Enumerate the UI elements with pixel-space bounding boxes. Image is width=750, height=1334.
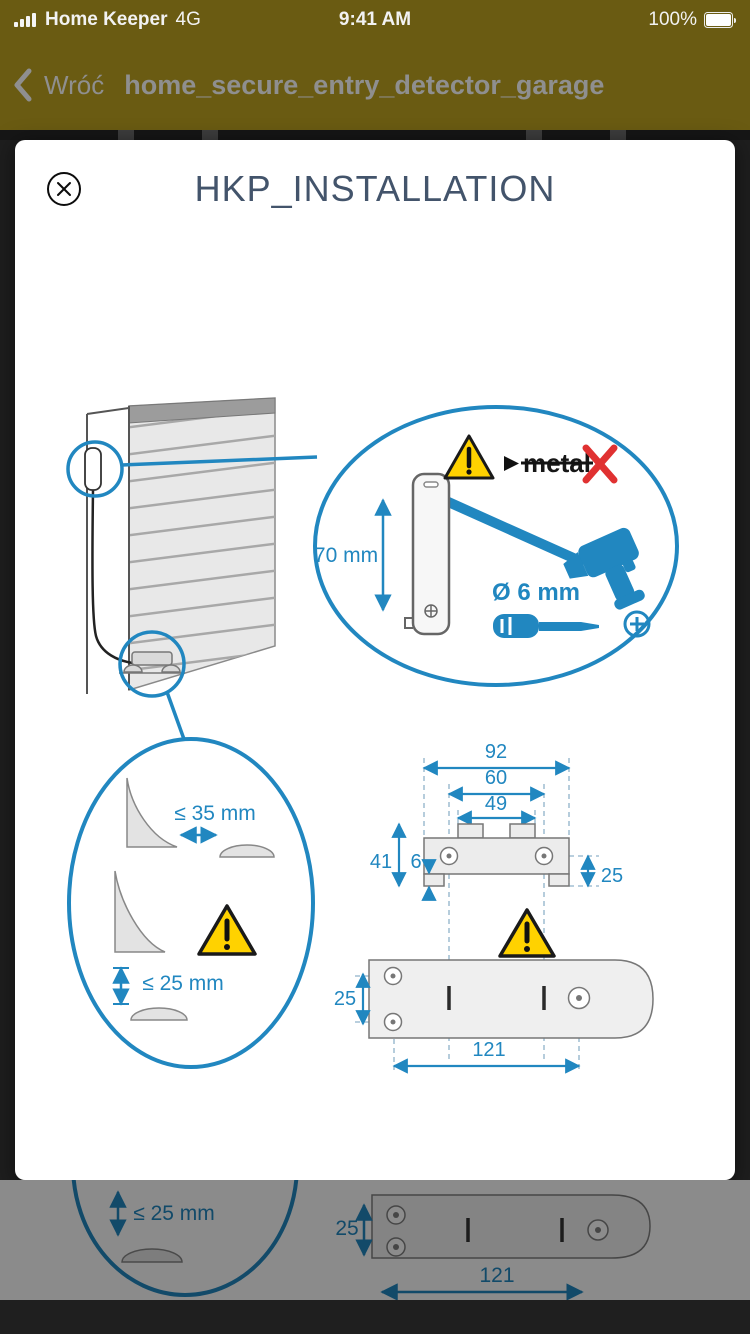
installation-diagram: 70 mm metal [66, 397, 679, 1074]
warning-icon-dimensions [498, 908, 556, 958]
dim-outer-width-label: 92 [485, 741, 507, 763]
dimmed-background-page: ≤ 25 mm 25 121 [0, 1180, 750, 1334]
carrier-label: Home Keeper [45, 9, 168, 30]
close-button[interactable] [45, 170, 83, 208]
nav-bar: Wróć home_secure_entry_detector_garage [0, 40, 750, 130]
bracket-callout-leader [165, 691, 187, 743]
dimensions-drawing: 92 60 49 41 [334, 741, 654, 1074]
magnet-bracket-drawing [423, 823, 570, 887]
sensor-callout-circle [66, 440, 124, 498]
no-metal-label: metal [504, 444, 618, 484]
bracket-callout-circle [118, 630, 186, 698]
rail-profile-lower [114, 870, 166, 953]
gap-max-label: ≤ 35 mm [174, 802, 256, 825]
dimmed-background-strip [0, 130, 750, 140]
drill-icon [563, 527, 645, 610]
bump-profile-upper [219, 844, 275, 858]
page-title: home_secure_entry_detector_garage [124, 69, 605, 100]
network-type-label: 4G [175, 9, 201, 30]
dim-hole-spacing-label: 60 [485, 767, 507, 789]
back-label: Wróć [44, 69, 105, 100]
screw-icon [623, 610, 651, 638]
battery-percent-label: 100% [648, 9, 697, 30]
clock-label: 9:41 AM [338, 9, 412, 30]
screwdriver-icon [493, 614, 599, 638]
dimmed-diagram: ≤ 25 mm 25 121 [71, 1180, 651, 1300]
dim-foot-height-label: 6 [410, 851, 421, 873]
bump-max-label: ≤ 25 mm [142, 972, 224, 995]
warning-icon-bracket [197, 904, 257, 956]
drill-diameter-label: Ø 6 mm [492, 579, 580, 606]
warning-icon-drilling [443, 434, 495, 480]
back-button[interactable]: Wróć [12, 65, 104, 105]
dimmed-footer-band [0, 1300, 750, 1334]
drilling-detail: 70 mm metal [313, 405, 679, 687]
door-sensor [84, 447, 102, 491]
red-cross-icon [582, 444, 618, 484]
dim-tab-width-label: 49 [485, 793, 507, 815]
sensor-callout-leader [121, 455, 318, 467]
signal-strength-icon [14, 13, 36, 27]
back-chevron-icon [14, 68, 32, 102]
dimmed-plate-span-label: 121 [479, 1264, 514, 1287]
battery-icon [704, 12, 736, 28]
dim-plate-offset-label: 25 [334, 988, 356, 1010]
door-bracket [119, 651, 185, 674]
dim-magnet-offset-label: 25 [601, 865, 623, 887]
status-bar: Home Keeper 4G 9:41 AM 100% [0, 0, 750, 40]
pointer-icon [504, 456, 519, 471]
modal-title: HKP_INSTALLATION [194, 168, 556, 209]
rail-profile-upper [126, 777, 178, 848]
dimmed-base-plate [371, 1194, 651, 1259]
bracket-detail: ≤ 35 mm ≤ 25 mm [67, 737, 315, 1069]
installation-modal: HKP_INSTALLATION [15, 140, 735, 1180]
dimmed-ellipse-arc [71, 1180, 299, 1297]
sensor-height-label: 70 mm [314, 544, 378, 567]
dimmed-bump-max-label: ≤ 25 mm [133, 1202, 215, 1225]
base-plate-drawing [368, 959, 654, 1039]
sensor-cable [91, 489, 134, 665]
sensor-drawing [404, 472, 451, 636]
dimmed-plate-offset-label: 25 [335, 1217, 358, 1240]
close-icon [47, 172, 81, 206]
drill-bit-line [430, 491, 585, 566]
garage-door-illustration [84, 397, 276, 694]
dim-bracket-height-label: 41 [370, 851, 392, 873]
bump-profile-lower [130, 1007, 188, 1021]
dim-plate-span-label: 121 [472, 1039, 505, 1061]
